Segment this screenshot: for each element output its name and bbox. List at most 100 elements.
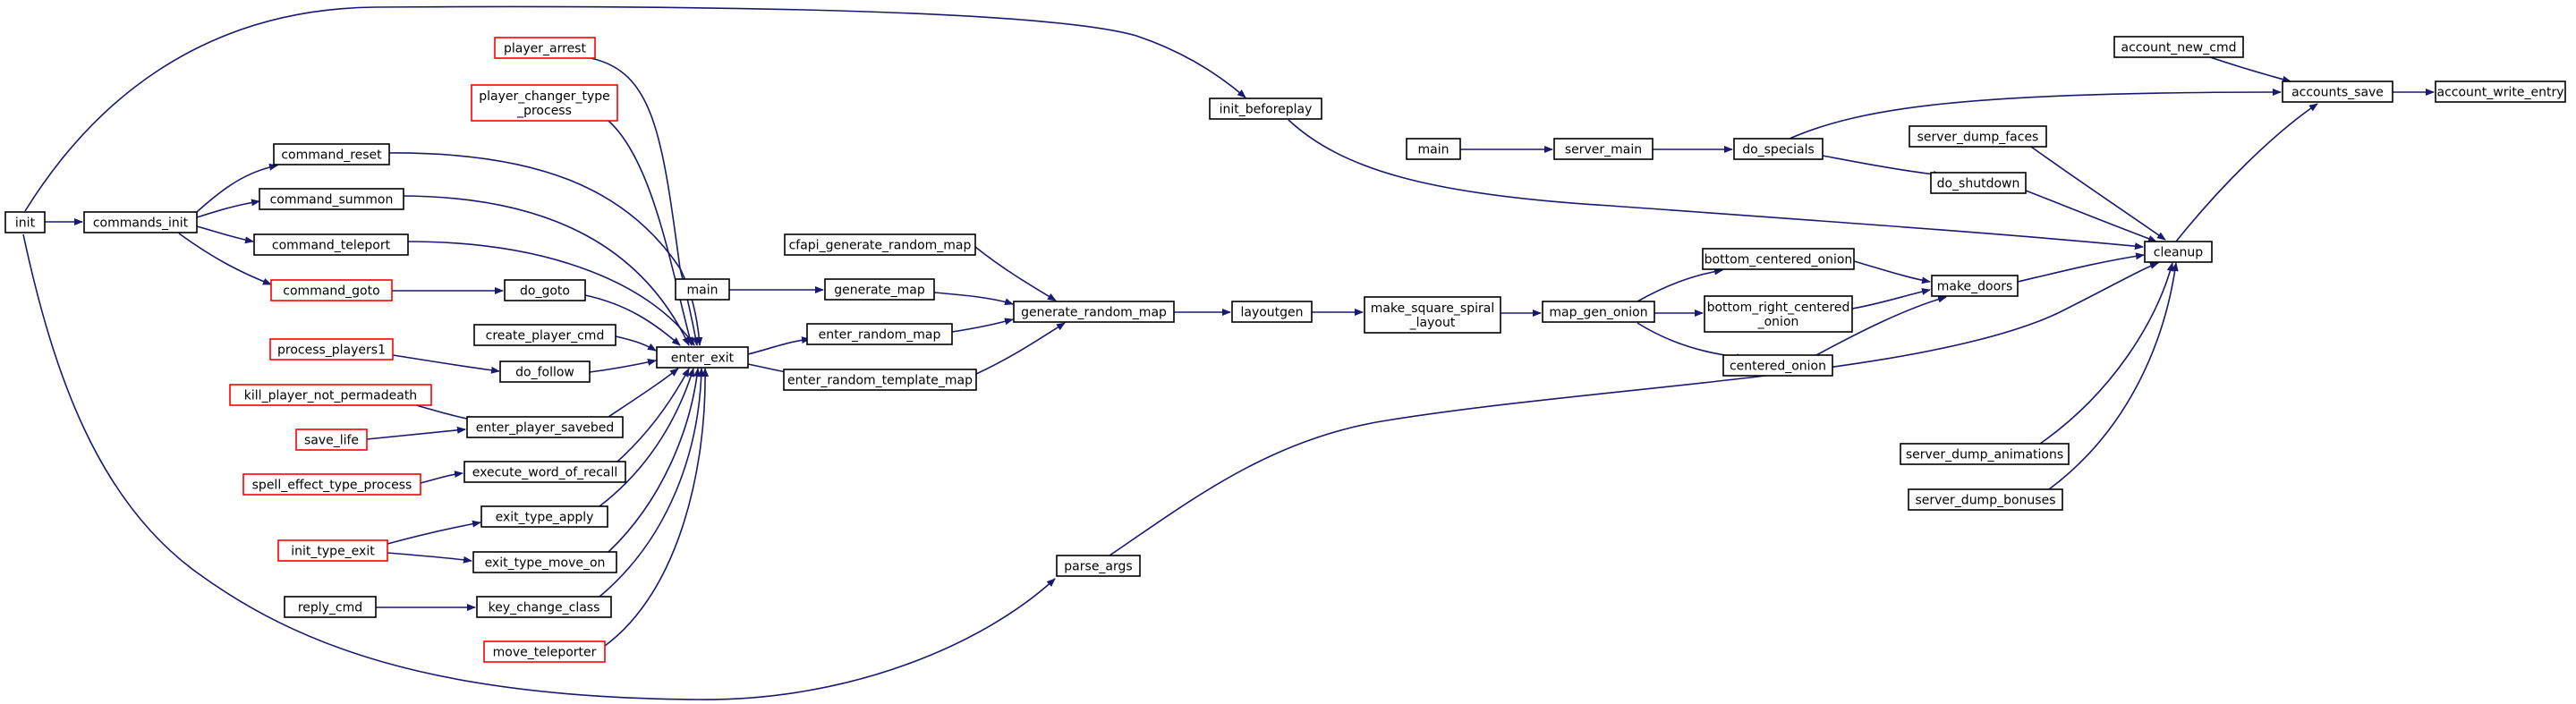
node-label: generate_random_map	[1021, 306, 1167, 320]
node-make-square-spiral-layout[interactable]: make_square_spiral_layout	[1364, 296, 1501, 334]
node-command-teleport[interactable]: command_teleport	[253, 233, 409, 256]
node-command-summon[interactable]: command_summon	[259, 188, 404, 210]
node-kill-player-not-permadeath[interactable]: kill_player_not_permadeath	[229, 384, 432, 406]
node-label: enter_random_template_map	[787, 374, 973, 388]
node-label: key_change_class	[489, 601, 600, 615]
node-label: accounts_save	[2291, 86, 2384, 100]
edge-spell_effect_type_process-to-execute_word_of_recall	[420, 471, 463, 484]
edge-path	[1789, 89, 2282, 140]
node-label: do_follow	[515, 366, 574, 380]
node-label: player_arrest	[504, 42, 586, 56]
node-init-beforeplay[interactable]: init_beforeplay	[1209, 98, 1322, 120]
node-box	[1909, 125, 2047, 148]
node-generate-map[interactable]: generate_map	[824, 278, 935, 301]
node-do-shutdown[interactable]: do_shutdown	[1930, 172, 2027, 194]
edge-generate_map-to-generate_random_map	[933, 292, 1014, 306]
node-map-gen-onion[interactable]: map_gen_onion	[1542, 301, 1655, 323]
node-cleanup[interactable]: cleanup	[2144, 241, 2213, 263]
node-enter-exit[interactable]: enter_exit	[656, 346, 749, 369]
node-accounts-save[interactable]: accounts_save	[2282, 81, 2393, 103]
node-key-change-class[interactable]: key_change_class	[476, 596, 612, 618]
node-enter-player-savebed[interactable]: enter_player_savebed	[466, 416, 624, 438]
node-box	[1406, 138, 1461, 160]
node-server-main[interactable]: server_main	[1553, 138, 1654, 160]
node-execute-word-of-recall[interactable]: execute_word_of_recall	[463, 461, 626, 483]
node-main-left[interactable]: main	[675, 278, 730, 301]
node-player-arrest[interactable]: player_arrest	[494, 37, 596, 59]
node-reply-cmd[interactable]: reply_cmd	[284, 596, 377, 618]
node-label: server_main	[1565, 143, 1642, 157]
node-enter-random-map[interactable]: enter_random_map	[806, 323, 953, 345]
edge-exit_type_move_on-to-enter_exit	[608, 368, 701, 553]
node-account-new-cmd[interactable]: account_new_cmd	[2113, 36, 2244, 58]
node-command-reset[interactable]: command_reset	[273, 143, 390, 165]
node-box	[1931, 275, 2019, 297]
node-box	[253, 233, 409, 256]
node-cfapi-generate-random-map[interactable]: cfapi_generate_random_map	[784, 233, 976, 256]
node-box	[473, 324, 616, 346]
node-box	[4, 211, 46, 233]
edge-path	[604, 368, 710, 647]
node-generate-random-map[interactable]: generate_random_map	[1013, 301, 1175, 323]
node-box	[83, 211, 198, 233]
node-spell-effect-type-process[interactable]: spell_effect_type_process	[242, 473, 421, 496]
edge-execute_word_of_recall-to-enter_exit	[616, 368, 690, 462]
edge-init_type_exit-to-exit_type_apply	[387, 520, 481, 545]
node-do-specials[interactable]: do_specials	[1733, 138, 1824, 160]
edge-do_follow-to-enter_exit	[589, 359, 657, 373]
node-box	[483, 640, 606, 663]
edge-server_dump_bonuses-to-cleanup	[2048, 262, 2179, 490]
node-box	[259, 188, 404, 210]
node-do-follow[interactable]: do_follow	[499, 360, 591, 383]
node-box	[1908, 488, 2063, 511]
node-label: enter_random_map	[819, 328, 941, 343]
node-label: cleanup	[2154, 246, 2204, 260]
node-account-write-entry[interactable]: account_write_entry	[2435, 81, 2566, 103]
node-bottom-centered-onion[interactable]: bottom_centered_onion	[1702, 248, 1855, 270]
node-create-player-cmd[interactable]: create_player_cmd	[473, 324, 616, 346]
node-label: centered_onion	[1730, 360, 1826, 374]
node-player-changer-type-process[interactable]: player_changer_type_process	[471, 84, 618, 122]
node-make-doors[interactable]: make_doors	[1931, 275, 2019, 297]
edge-path	[615, 335, 657, 352]
node-server-dump-faces[interactable]: server_dump_faces	[1909, 125, 2047, 148]
node-process-players1[interactable]: process_players1	[269, 338, 394, 360]
node-centered-onion[interactable]: centered_onion	[1722, 354, 1833, 377]
node-main-top[interactable]: main	[1406, 138, 1461, 160]
node-command-goto[interactable]: command_goto	[270, 279, 393, 301]
edge-path	[608, 368, 679, 418]
node-server-dump-bonuses[interactable]: server_dump_bonuses	[1908, 488, 2063, 511]
node-box	[273, 143, 390, 165]
node-exit-type-apply[interactable]: exit_type_apply	[480, 505, 608, 528]
node-server-dump-animations[interactable]: server_dump_animations	[1900, 443, 2070, 465]
node-label: player_changer_type	[479, 89, 610, 104]
node-label: make_doors	[1937, 280, 2013, 294]
node-label: bottom_centered_onion	[1705, 253, 1853, 267]
node-box	[784, 233, 976, 256]
node-enter-random-template-map[interactable]: enter_random_template_map	[783, 369, 977, 391]
node-init-type-exit[interactable]: init_type_exit	[277, 539, 388, 562]
node-init[interactable]: init	[4, 211, 46, 233]
node-save-life[interactable]: save_life	[295, 428, 368, 451]
node-label: kill_player_not_permadeath	[244, 389, 417, 403]
node-exit-type-move-on[interactable]: exit_type_move_on	[472, 551, 617, 573]
edge-path	[403, 195, 690, 346]
edge-path	[2039, 262, 2174, 445]
edge-path	[608, 368, 701, 553]
node-box	[824, 278, 935, 301]
node-bottom-right-centered-onion[interactable]: bottom_right_centered_onion	[1704, 295, 1853, 333]
node-move-teleporter[interactable]: move_teleporter	[483, 640, 606, 663]
node-label: move_teleporter	[493, 646, 597, 660]
node-layoutgen[interactable]: layoutgen	[1231, 301, 1313, 323]
edge-path	[366, 426, 466, 440]
node-commands-init[interactable]: commands_init	[83, 211, 198, 233]
node-label: server_dump_faces	[1917, 131, 2039, 145]
edge-path	[387, 520, 481, 545]
node-parse-args[interactable]: parse_args	[1056, 555, 1141, 577]
node-label: commands_init	[93, 216, 189, 231]
edge-path	[608, 120, 693, 346]
node-box	[480, 505, 608, 528]
node-do-goto[interactable]: do_goto	[504, 279, 586, 301]
node-label: main	[1418, 143, 1450, 157]
edge-path	[387, 552, 472, 564]
